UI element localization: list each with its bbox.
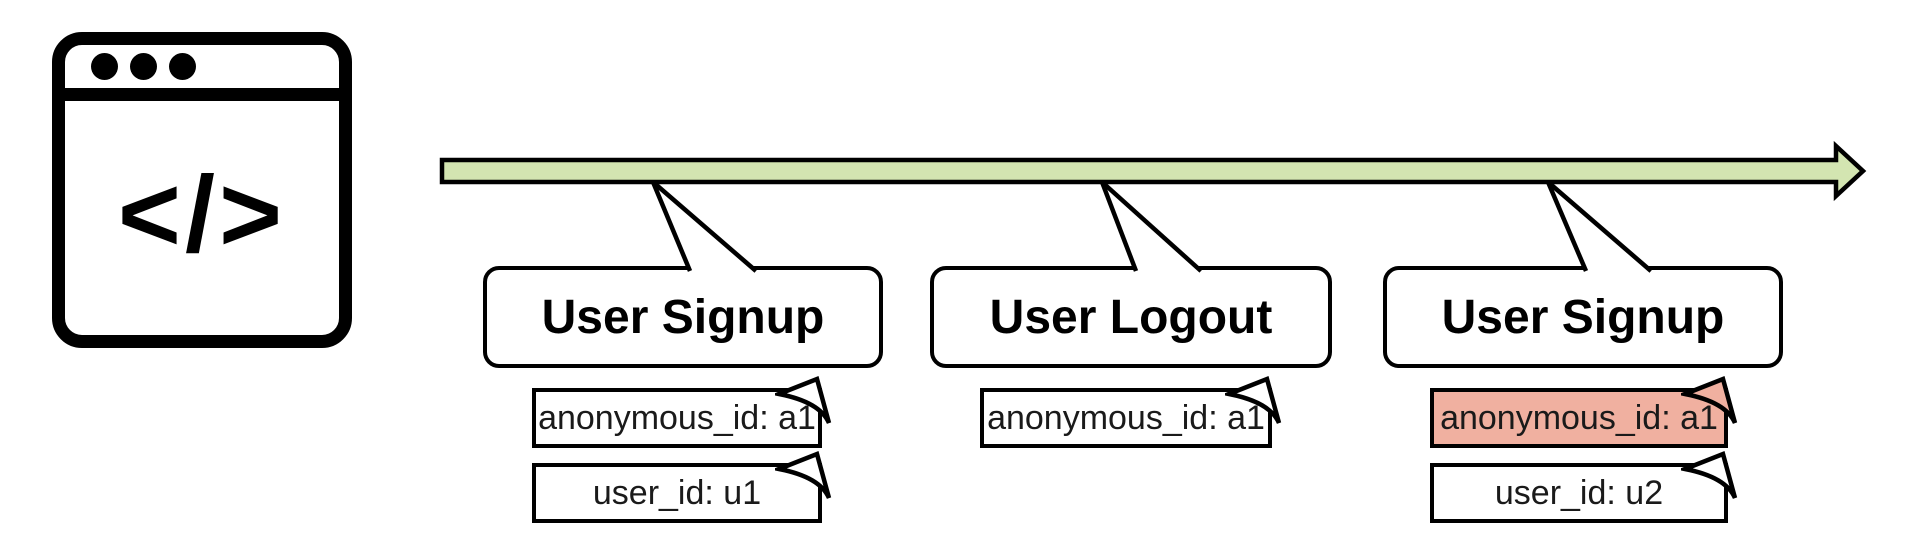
folded-corner-icon [775, 375, 832, 425]
tag-label: anonymous_id: a1 [538, 398, 816, 437]
folded-corner-icon [775, 450, 832, 500]
property-tag-highlighted: anonymous_id: a1 [1430, 375, 1738, 448]
property-tag: anonymous_id: a1 [980, 375, 1282, 448]
tag-label: anonymous_id: a1 [987, 398, 1265, 437]
tag-label: anonymous_id: a1 [1440, 398, 1718, 437]
folded-corner-icon [1225, 375, 1282, 425]
code-glyph: </> [117, 152, 287, 274]
tag-label: user_id: u2 [1494, 473, 1664, 512]
event-callout-1: User Signup [483, 266, 883, 368]
window-dot-icon [130, 53, 157, 80]
window-dot-icon [91, 53, 118, 80]
window-dot-icon [169, 53, 196, 80]
property-tag: anonymous_id: a1 [532, 375, 832, 448]
tag-label: user_id: u1 [592, 473, 762, 512]
timeline-arrow [439, 140, 1867, 202]
event-label: User Logout [989, 290, 1273, 344]
folded-corner-icon [1681, 450, 1738, 500]
browser-window-icon: </> [52, 32, 352, 348]
event-label: User Signup [541, 290, 825, 344]
property-tag: user_id: u1 [532, 450, 832, 523]
browser-titlebar [65, 45, 339, 101]
event-label: User Signup [1441, 290, 1725, 344]
folded-corner-icon [1681, 375, 1738, 425]
property-tag: user_id: u2 [1430, 450, 1738, 523]
event-callout-3: User Signup [1383, 266, 1783, 368]
event-callout-2: User Logout [930, 266, 1332, 368]
